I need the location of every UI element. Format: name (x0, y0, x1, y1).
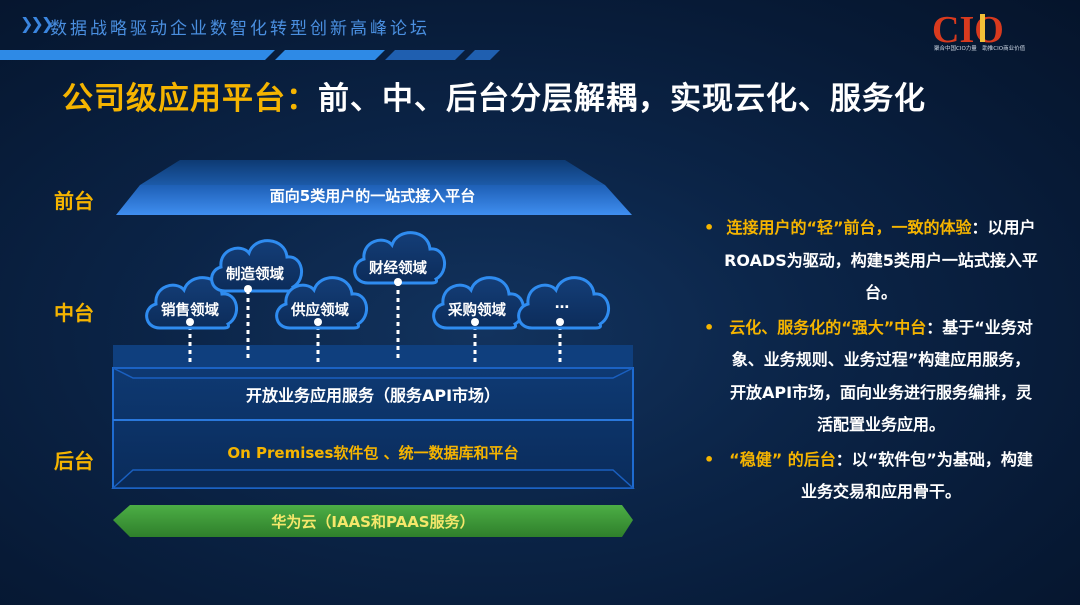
forum-title: 数据战略驱动企业数智化转型创新高峰论坛 (50, 19, 430, 39)
bullet-dot: • (704, 218, 715, 237)
bullet-list: • 连接用户的“轻”前台，一致的体验：以用户ROADS为驱动，构建5类用户一站式… (700, 212, 1040, 509)
front-platform-bar (116, 185, 632, 215)
header-stripes (0, 50, 500, 60)
title-main: 前、中、后台分层解耦，实现云化、服务化 (318, 81, 926, 117)
bullet-dot: • (704, 317, 715, 337)
logo-subtitle: 聚合中国CIO力量 助推CIO商业价值 (934, 46, 1026, 52)
title-accent: 公司级应用平台： (62, 81, 318, 117)
domain-manufacturing-label: 制造领域 (226, 267, 284, 283)
domain-finance-label: 财经领域 (369, 261, 427, 277)
domain-sales-label: 销售领域 (161, 303, 219, 319)
domain-more-label: … (554, 296, 570, 312)
domain-procurement-label: 采购领域 (448, 303, 506, 319)
back-label: 后台 (54, 449, 94, 473)
bullet-text: ：以用户ROADS为驱动，构建5类用户一站式接入平台。 (724, 218, 1038, 302)
front-platform-label: 面向5类用户的一站式接入平台 (269, 187, 476, 205)
on-premises-label: On Premises软件包 、统一数据库和平台 (227, 444, 519, 462)
bullet-item-front: • 连接用户的“轻”前台，一致的体验：以用户ROADS为驱动，构建5类用户一站式… (700, 212, 1040, 310)
bullet-text: ：基于“业务对象、业务规则、业务过程”构建应用服务， 开放API市场，面向业务进… (729, 317, 1033, 435)
header-bar: ❯❯❯ 数据战略驱动企业数智化转型创新高峰论坛 CIO 聚合中国CIO力量 助推… (0, 0, 1080, 60)
page-title: 公司级应用平台：前、中、后台分层解耦，实现云化、服务化 (62, 73, 926, 118)
front-label: 前台 (54, 189, 94, 213)
bullet-item-middle: • 云化、服务化的“强大”中台：基于“业务对象、业务规则、业务过程”构建应用服务… (700, 312, 1040, 442)
chevrons-icon: ❯❯❯ (20, 14, 54, 33)
cloud-base-label: 华为云（IAAS和PAAS服务） (271, 513, 475, 531)
bullet-dot: • (704, 449, 715, 469)
api-market-label: 开放业务应用服务（服务API市场） (245, 386, 501, 405)
cio-logo: CIO (932, 9, 1004, 51)
bullet-item-back: • “稳健” 的后台：以“软件包”为基础，构建业务交易和应用骨干。 (700, 444, 1040, 509)
bullet-text: ：以“软件包”为基础，构建业务交易和应用骨干。 (800, 449, 1033, 502)
front-platform-top (140, 160, 605, 185)
domain-supply-label: 供应领域 (291, 303, 349, 319)
bullet-highlight: “稳健” 的后台 (729, 449, 836, 469)
bullet-highlight: 云化、服务化的“强大”中台 (729, 317, 927, 337)
bullet-highlight: 连接用户的“轻”前台，一致的体验 (726, 218, 972, 237)
cloud-base-bar (113, 505, 633, 537)
cio-logo-letters: CIO (932, 9, 1004, 51)
middle-label: 中台 (54, 301, 94, 325)
platform-box-top (113, 345, 633, 368)
